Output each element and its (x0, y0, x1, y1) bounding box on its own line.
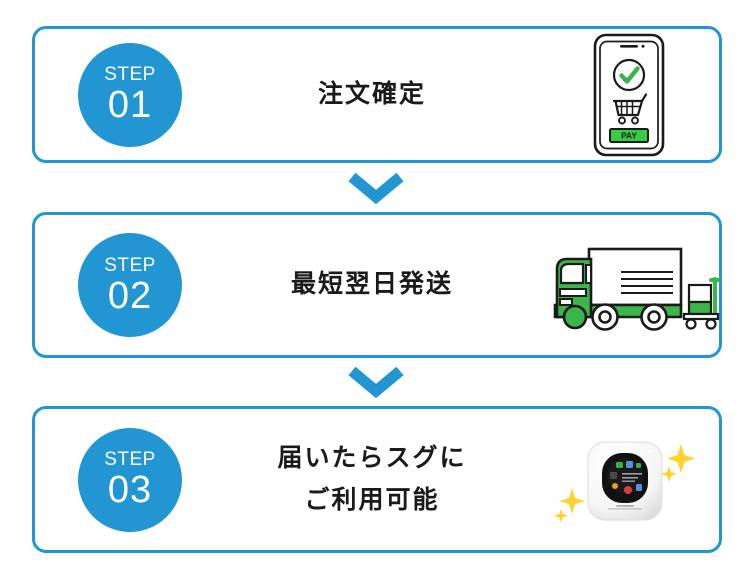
step-title-line-02-1: 最短翌日発送 (290, 270, 453, 299)
connector-chevron-2 (0, 366, 751, 398)
step-card-02: STEP 02 最短翌日発送 (32, 212, 722, 358)
delivery-truck-icon (553, 247, 721, 331)
step-card-01: STEP 01 注文確定 (32, 26, 722, 163)
step-title-wrapper-01: 注文確定 (225, 74, 539, 115)
step-title-line-01-1: 注文確定 (317, 79, 426, 108)
wifi-router-device-icon (554, 440, 695, 523)
svg-text:PAY: PAY (621, 130, 637, 140)
step-badge-wrapper-02: STEP 02 (35, 233, 225, 337)
step-art-wrapper-03 (539, 420, 719, 540)
step-art-wrapper-01: PAY (539, 32, 719, 158)
step-badge-wrapper-01: STEP 01 (35, 42, 225, 147)
step-title-line-03-1: 届いたらスグに (277, 444, 467, 473)
step-badge-number-01: 01 (107, 84, 153, 126)
step-title-wrapper-03: 届いたらスグに ご利用可能 (225, 438, 539, 521)
step-card-03: STEP 03 届いたらスグに ご利用可能 (32, 406, 722, 553)
smartphone-order-confirmed-icon: PAY (593, 33, 665, 156)
step-badge-wrapper-03: STEP 03 (35, 427, 225, 532)
step-title-wrapper-02: 最短翌日発送 (225, 264, 539, 305)
step-badge-word-03: STEP (104, 449, 156, 470)
chevron-down-icon (347, 172, 404, 204)
chevron-down-icon (347, 366, 404, 398)
step-badge-number-03: 03 (107, 469, 153, 511)
step-badge-word-01: STEP (104, 64, 156, 85)
step-art-wrapper-02 (539, 231, 721, 339)
step-badge-02: STEP 02 (78, 233, 182, 337)
step-title-line-03-2: ご利用可能 (304, 485, 440, 514)
step-badge-03: STEP 03 (78, 427, 182, 532)
connector-chevron-1 (0, 172, 751, 204)
step-badge-number-02: 02 (107, 274, 153, 317)
step-badge-01: STEP 01 (78, 42, 182, 147)
step-badge-word-02: STEP (104, 254, 156, 276)
